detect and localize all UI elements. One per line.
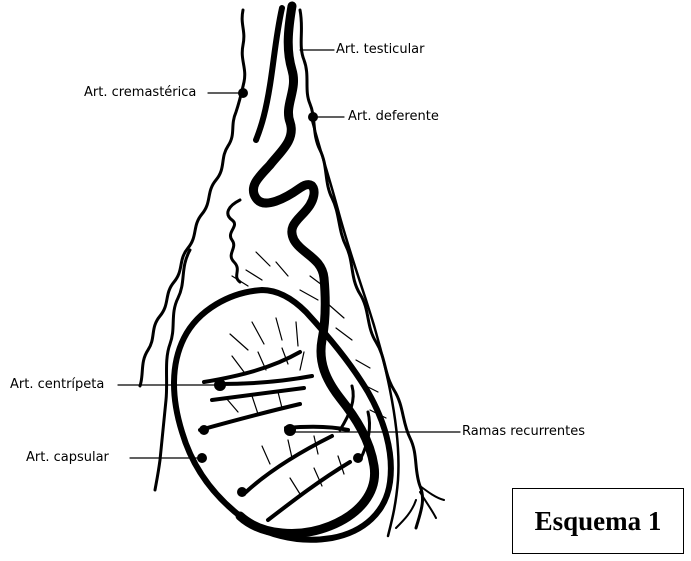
diagram-title: Esquema 1 (535, 506, 662, 537)
cremasteric-coil (228, 200, 240, 282)
label-ramas-recurrentes: Ramas recurrentes (462, 424, 585, 440)
testicular-artery-upper (256, 8, 282, 140)
label-art-capsular: Art. capsular (26, 450, 109, 466)
centripetal-artery-3 (246, 427, 348, 492)
label-art-cremasterica: Art. cremastérica (84, 85, 196, 101)
label-art-testicular: Art. testicular (336, 42, 425, 58)
deferent-roots (396, 486, 444, 528)
label-art-centripeta: Art. centrípeta (10, 377, 104, 393)
title-box: Esquema 1 (512, 488, 684, 554)
label-art-deferente: Art. deferente (348, 109, 439, 125)
centripetal-artery-2 (200, 388, 304, 430)
centripetal-artery-4 (268, 462, 350, 520)
